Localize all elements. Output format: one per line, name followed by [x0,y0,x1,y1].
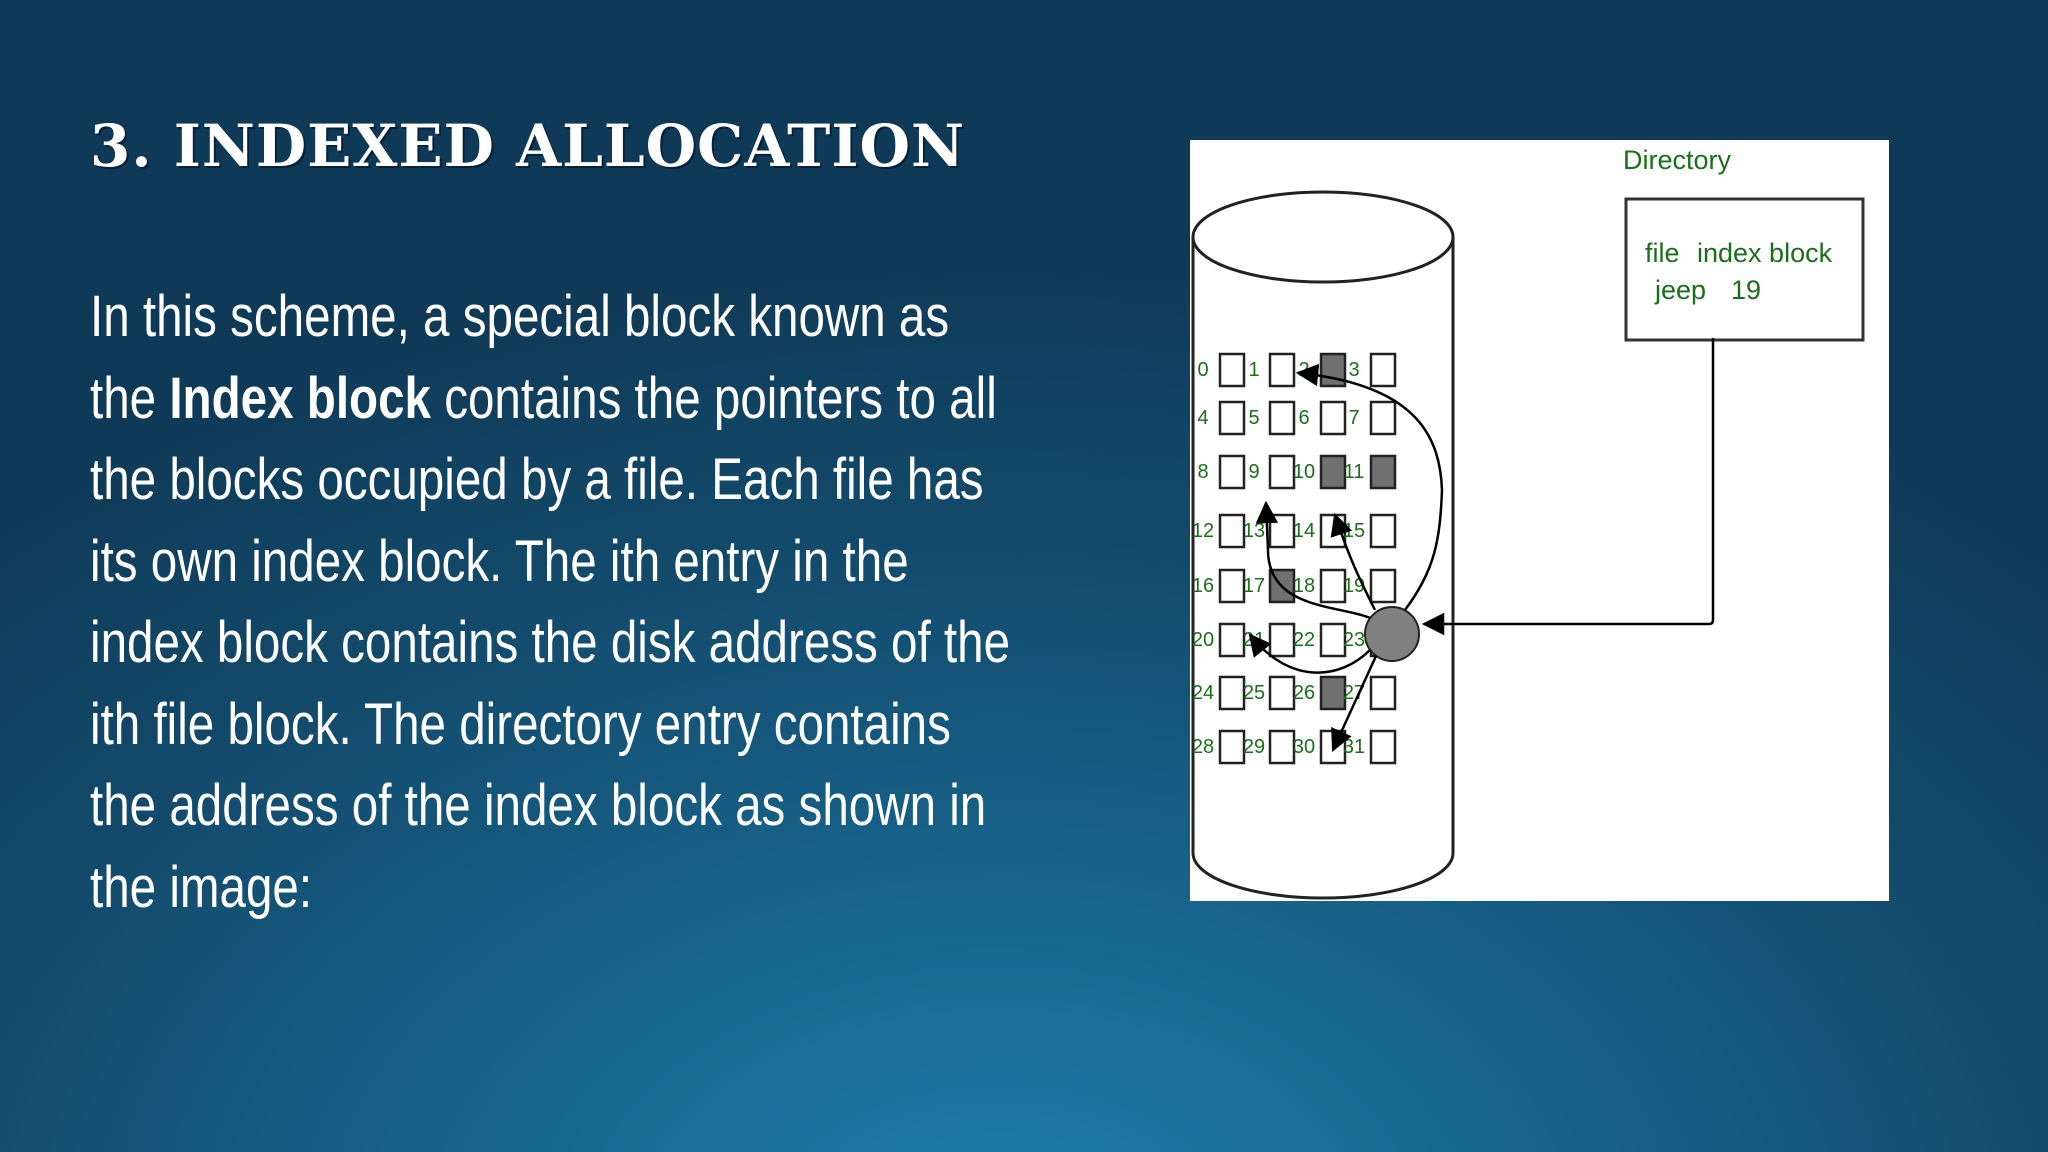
disk-block-label-31: 31 [1343,736,1365,758]
disk-block-label-5: 5 [1248,407,1259,429]
body-text-rest: contains the pointers to all the blocks … [90,366,1010,920]
disk-block-7 [1371,402,1395,434]
disk-block-label-15: 15 [1343,520,1365,542]
disk-block-8 [1220,456,1244,488]
disk-block-15 [1371,515,1395,547]
disk-block-label-20: 20 [1192,629,1214,651]
disk-block-26 [1321,677,1345,709]
disk-block-label-10: 10 [1293,461,1315,483]
disk-block-10 [1321,456,1345,488]
disk-block-22 [1321,624,1345,656]
disk-block-18 [1321,570,1345,602]
disk-block-31 [1371,731,1395,763]
disk-block-label-0: 0 [1197,359,1208,381]
disk-block-label-24: 24 [1192,682,1214,704]
directory-pointer-arrow [1424,338,1713,624]
disk-block-label-19: 19 [1343,575,1365,597]
disk-block-25 [1270,677,1294,709]
disk-block-6 [1321,402,1345,434]
disk-block-19 [1371,570,1395,602]
disk-block-5 [1270,402,1294,434]
disk-block-label-18: 18 [1293,575,1315,597]
directory-box [1626,199,1863,340]
dir-entry-index: 19 [1731,275,1761,305]
dir-header-file: file [1645,238,1680,268]
disk-block-21 [1270,624,1294,656]
slide-title: 3. Indexed Allocation [90,112,965,180]
disk-block-12 [1220,515,1244,547]
dir-header-index: index block [1697,238,1833,268]
disk-block-label-8: 8 [1197,461,1208,483]
disk-block-label-14: 14 [1293,520,1315,542]
disk-block-label-12: 12 [1192,520,1214,542]
directory-label: Directory [1623,145,1732,175]
disk-block-label-7: 7 [1348,407,1359,429]
disk-block-13 [1270,515,1294,547]
disk-block-label-23: 23 [1343,629,1365,651]
disk-block-0 [1220,354,1244,386]
disk-block-label-4: 4 [1197,407,1208,429]
slide-body-text: In this scheme, a special block known as… [90,276,1010,928]
disk-block-28 [1220,731,1244,763]
disk-block-16 [1220,570,1244,602]
disk-block-3 [1371,354,1395,386]
disk-block-label-17: 17 [1243,575,1265,597]
disk-block-9 [1270,456,1294,488]
body-text-emphasis: Index block [169,366,431,431]
disk-block-label-1: 1 [1248,359,1259,381]
disk-block-label-16: 16 [1192,575,1214,597]
disk-block-label-11: 11 [1344,461,1365,483]
disk-block-label-30: 30 [1293,736,1315,758]
disk-block-29 [1270,731,1294,763]
disk-block-4 [1220,402,1244,434]
disk-block-label-2: 2 [1298,359,1309,381]
disk-block-27 [1371,677,1395,709]
disk-block-label-25: 25 [1243,682,1265,704]
disk-block-20 [1220,624,1244,656]
disk-block-label-26: 26 [1293,682,1315,704]
dir-entry-file: jeep [1654,275,1706,305]
disk-block-label-3: 3 [1348,359,1359,381]
disk-block-label-22: 22 [1293,629,1315,651]
disk-block-label-9: 9 [1248,461,1259,483]
index-block-marker [1365,607,1419,661]
disk-block-label-6: 6 [1298,407,1309,429]
disk-block-11 [1371,456,1395,488]
disk-block-label-28: 28 [1192,736,1214,758]
disk-block-label-29: 29 [1243,736,1265,758]
disk-block-24 [1220,677,1244,709]
disk-block-1 [1270,354,1294,386]
disk-block-label-13: 13 [1243,520,1265,542]
